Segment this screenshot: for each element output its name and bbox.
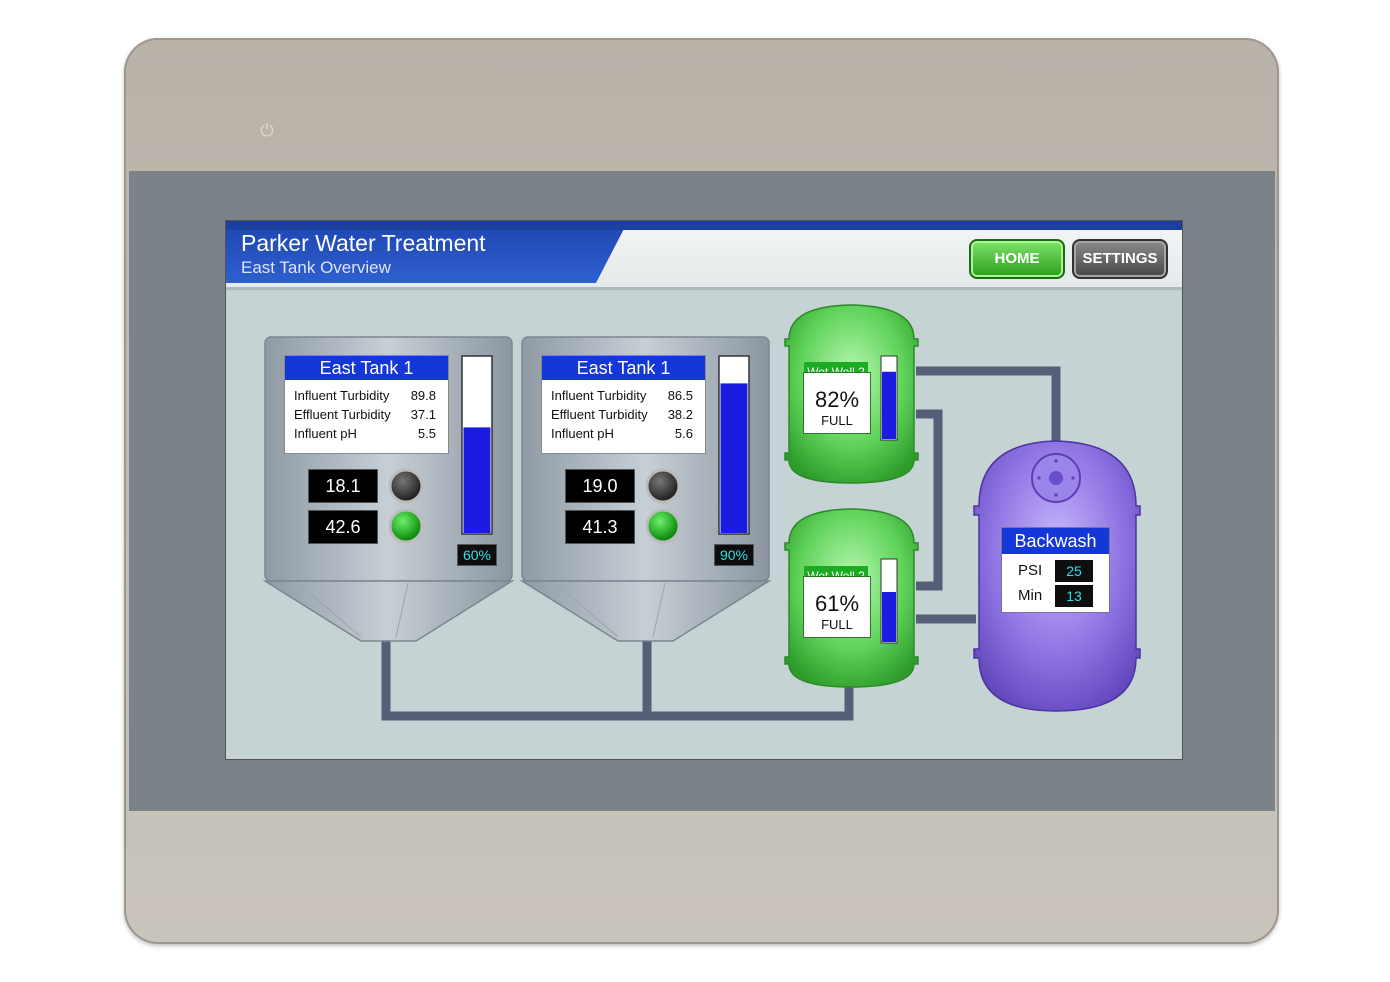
tank-1-info-panel: East Tank 1 Influent Turbidity 89.8 Effl… bbox=[284, 355, 449, 454]
row-value: 89.8 bbox=[410, 388, 436, 403]
tank-2-row-influent-turbidity: Influent Turbidity 86.5 bbox=[551, 388, 693, 406]
indicator-light-tank2-bottom bbox=[645, 508, 681, 544]
tank-1-row-influent-ph: Influent pH 5.5 bbox=[294, 426, 436, 444]
row-value: 5.6 bbox=[674, 426, 693, 441]
indicator-light-tank1-bottom bbox=[388, 508, 424, 544]
backwash-title: Backwash bbox=[1002, 528, 1109, 554]
wet-well-1-percent: 82% bbox=[814, 387, 860, 412]
row-label: Influent Turbidity bbox=[294, 388, 390, 403]
tank-2-readout-1: 19.0 bbox=[565, 469, 635, 503]
backwash-panel: Backwash PSI 25 Min 13 bbox=[1001, 527, 1110, 613]
min-value: 13 bbox=[1055, 585, 1093, 607]
header-title-banner bbox=[226, 221, 628, 283]
row-label: Effluent Turbidity bbox=[294, 407, 391, 422]
wet-well-1-status: FULL bbox=[821, 413, 853, 428]
tank-1-title: East Tank 1 bbox=[285, 356, 448, 380]
level-bar-tank-1 bbox=[461, 355, 493, 535]
row-value: 86.5 bbox=[667, 388, 693, 403]
psi-value: 25 bbox=[1055, 560, 1093, 582]
row-label: Influent pH bbox=[294, 426, 357, 441]
power-icon[interactable]: ⏻ bbox=[260, 121, 274, 140]
settings-button[interactable]: SETTINGS bbox=[1072, 239, 1168, 279]
tank-1-level-percent: 60% bbox=[457, 544, 497, 566]
tank-2-info-panel: East Tank 1 Influent Turbidity 86.5 Effl… bbox=[541, 355, 706, 454]
indicator-light-tank1-top bbox=[388, 468, 424, 504]
wet-well-2-readout: 61% FULL bbox=[803, 576, 871, 638]
home-button[interactable]: HOME bbox=[969, 239, 1065, 279]
level-bar-tank-2 bbox=[718, 355, 750, 535]
row-label: Influent pH bbox=[551, 426, 614, 441]
app-title: Parker Water Treatment bbox=[241, 230, 486, 256]
hmi-screen: Parker Water Treatment East Tank Overvie… bbox=[225, 220, 1183, 760]
wet-well-2-status: FULL bbox=[821, 617, 853, 632]
row-label: Influent Turbidity bbox=[551, 388, 647, 403]
tank-1-row-effluent-turbidity: Effluent Turbidity 37.1 bbox=[294, 407, 436, 425]
pipe-network bbox=[381, 366, 1061, 721]
tank-2-row-effluent-turbidity: Effluent Turbidity 38.2 bbox=[551, 407, 693, 425]
tank-1-readout-2: 42.6 bbox=[308, 510, 378, 544]
tank-1-row-influent-turbidity: Influent Turbidity 89.8 bbox=[294, 388, 436, 406]
tank-2-readout-2: 41.3 bbox=[565, 510, 635, 544]
min-label: Min bbox=[1018, 587, 1043, 604]
tank-1-readout-1: 18.1 bbox=[308, 469, 378, 503]
row-value: 38.2 bbox=[667, 407, 693, 422]
screen-subtitle: East Tank Overview bbox=[241, 258, 391, 277]
indicator-light-tank2-top bbox=[645, 468, 681, 504]
tank-2-row-influent-ph: Influent pH 5.6 bbox=[551, 426, 693, 444]
row-value: 5.5 bbox=[417, 426, 436, 441]
wet-well-1-readout: 82% FULL bbox=[803, 372, 871, 434]
header-top-stripe bbox=[226, 221, 1182, 230]
tank-2-title: East Tank 1 bbox=[542, 356, 705, 380]
wet-well-2-percent: 61% bbox=[814, 591, 860, 616]
psi-label: PSI bbox=[1018, 562, 1043, 579]
row-value: 37.1 bbox=[410, 407, 436, 422]
row-label: Effluent Turbidity bbox=[551, 407, 648, 422]
tank-2-level-percent: 90% bbox=[714, 544, 754, 566]
